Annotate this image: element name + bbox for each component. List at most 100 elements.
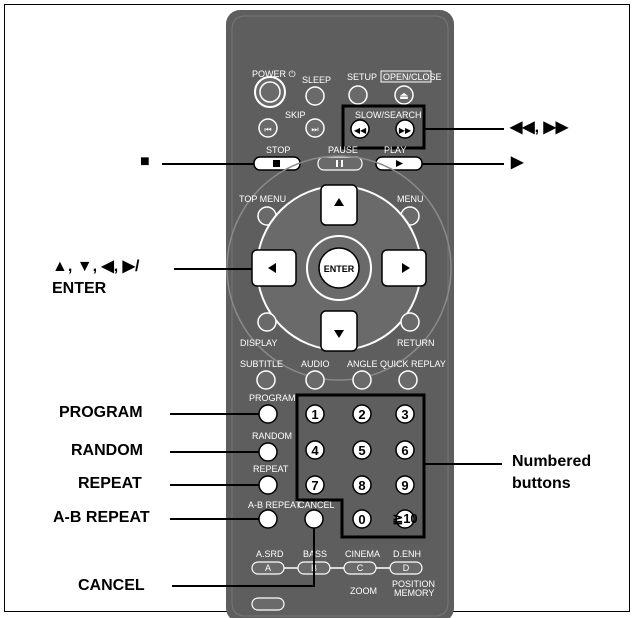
number-button-9[interactable] [395, 475, 415, 495]
repeat-button[interactable] [258, 475, 278, 495]
number-button-6[interactable] [395, 440, 415, 460]
ab-repeat-label: A-B REPEAT [248, 500, 301, 510]
right-arrow-icon [402, 263, 410, 273]
pause-button[interactable] [317, 156, 363, 171]
eject-icon: ⏏ [399, 91, 408, 102]
number-button-8[interactable] [352, 475, 372, 495]
rewind-icon: ◀◀ [354, 126, 367, 135]
number-button-0[interactable] [352, 509, 372, 529]
subtitle-label: SUBTITLE [240, 359, 283, 369]
sleep-button[interactable] [305, 86, 325, 106]
angle-button[interactable] [352, 370, 372, 390]
left-arrow-icon [268, 263, 276, 273]
search-forward-button[interactable] [395, 119, 415, 139]
number-button-3[interactable] [395, 404, 415, 424]
leader-repeat [170, 484, 259, 486]
sleep-label: SLEEP [302, 75, 331, 85]
denh-button[interactable] [389, 561, 423, 575]
random-callout: RANDOM [71, 442, 143, 459]
cinema-button[interactable] [343, 561, 377, 575]
cancel-label: CANCEL [298, 500, 335, 510]
skip-label: SKIP [285, 110, 306, 120]
leader-search [424, 128, 504, 130]
skip-back-icon: ⏮ [264, 125, 271, 134]
audio-label: AUDIO [301, 359, 330, 369]
pause-label: PAUSE [328, 145, 358, 155]
number-label: 8 [358, 478, 365, 493]
display-label: DISPLAY [240, 338, 277, 348]
return-label: RETURN [397, 338, 435, 348]
number-button-1[interactable] [305, 404, 325, 424]
cancel-callout: CANCEL [78, 577, 145, 594]
numbered-buttons-highlight [295, 393, 426, 539]
menu-label: MENU [397, 194, 424, 204]
asrd-label: A.SRD [256, 549, 284, 559]
asrd-button[interactable] [251, 561, 285, 575]
number-label: 2 [358, 407, 365, 422]
denh-label: D.ENH [393, 549, 421, 559]
search-callout: ◀◀, ▶▶ [510, 119, 569, 136]
search-back-button[interactable] [350, 119, 370, 139]
display-button[interactable] [257, 312, 277, 332]
leader-cursor [174, 268, 252, 270]
return-button[interactable] [400, 312, 420, 332]
skip-forward-icon: ⏭ [311, 125, 318, 134]
random-label: RANDOM [252, 431, 292, 441]
power-label: POWER ⏻ [252, 69, 296, 79]
leader-program [170, 413, 259, 415]
ab-repeat-button[interactable] [258, 509, 278, 529]
number-label: 1 [311, 407, 318, 422]
bass-label: BASS [303, 549, 327, 559]
slow-search-label: SLOW/SEARCH [355, 110, 422, 120]
letter-c: C [357, 563, 364, 573]
number-label: 4 [311, 443, 319, 458]
number-label: 6 [401, 443, 408, 458]
play-callout: ▶ [511, 154, 524, 171]
number-label: 5 [358, 443, 365, 458]
up-arrow-icon [334, 198, 344, 206]
stop-callout: ■ [140, 153, 150, 170]
program-button[interactable] [258, 404, 278, 424]
cinema-label: CINEMA [345, 549, 380, 559]
number-button-4[interactable] [305, 440, 325, 460]
number-button-5[interactable] [352, 440, 372, 460]
stop-icon [273, 160, 280, 167]
random-button[interactable] [258, 442, 278, 462]
number-button-10-plus[interactable] [395, 509, 415, 529]
fast-forward-icon: ▶▶ [399, 126, 412, 135]
angle-label: ANGLE [347, 359, 378, 369]
audio-button[interactable] [305, 370, 325, 390]
down-arrow-icon [334, 330, 344, 338]
leader-cancel-v [313, 528, 315, 587]
cancel-button[interactable] [304, 509, 324, 529]
letter-d: D [403, 563, 410, 573]
letter-a: A [265, 563, 271, 573]
number-button-7[interactable] [305, 475, 325, 495]
number-label: ≧10 [392, 511, 417, 526]
quick-replay-button[interactable] [398, 370, 418, 390]
quick-replay-label: QUICK REPLAY [380, 359, 446, 369]
number-label: 0 [358, 512, 365, 527]
enter-label: ENTER [324, 264, 355, 274]
slow-search-highlight [341, 104, 426, 150]
cursor-callout-line2: ENTER [52, 280, 107, 297]
leader-play [422, 163, 504, 165]
skip-back-button[interactable] [258, 118, 278, 138]
skip-forward-button[interactable] [305, 118, 325, 138]
program-label: PROGRAM [249, 393, 296, 403]
repeat-label: REPEAT [253, 464, 289, 474]
numbered-callout-line2: buttons [512, 475, 571, 492]
number-label: 3 [401, 407, 408, 422]
play-label: PLAY [384, 145, 406, 155]
position-memory-label-1: POSITION [392, 579, 435, 589]
subtitle-button[interactable] [256, 370, 276, 390]
position-memory-label-2: MEMORY [394, 588, 434, 598]
enter-button[interactable] [318, 247, 360, 289]
number-button-2[interactable] [352, 404, 372, 424]
program-callout: PROGRAM [59, 404, 143, 421]
top-menu-label: TOP MENU [239, 194, 286, 204]
open-close-button[interactable] [394, 85, 414, 105]
zoom-label: ZOOM [350, 586, 377, 596]
setup-button[interactable] [348, 85, 368, 105]
